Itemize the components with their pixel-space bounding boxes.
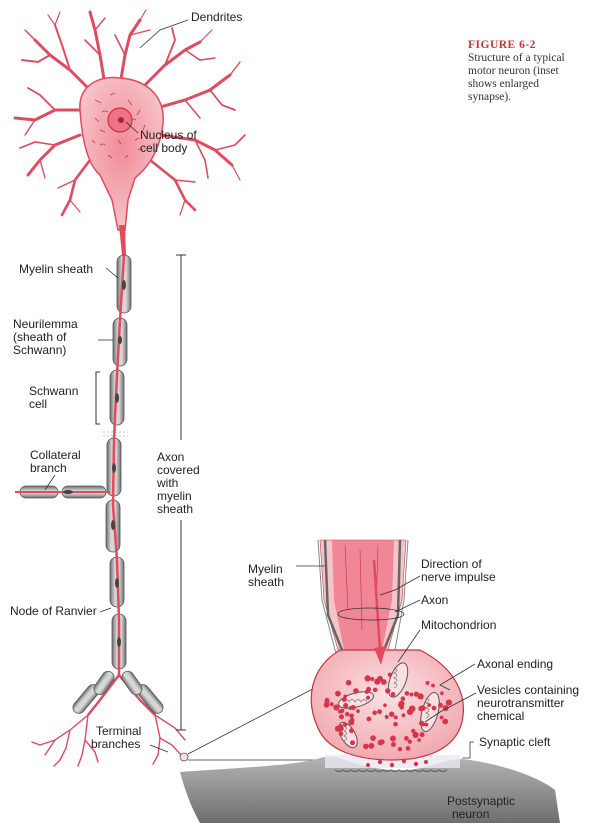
inset-label-axonal-ending: Axonal ending xyxy=(477,658,553,671)
caption-line-1: Structure of a typical xyxy=(468,52,565,65)
label-collateral-line-2: branch xyxy=(30,462,67,475)
inset-label-mitochondrion: Mitochondrion xyxy=(421,619,496,632)
vesicle xyxy=(366,696,370,700)
nucleolus xyxy=(118,117,124,123)
vesicle xyxy=(393,722,398,727)
vesicle xyxy=(426,681,430,685)
label-terminal-line-2: branches xyxy=(91,738,140,751)
vesicle xyxy=(345,712,349,716)
vesicle xyxy=(385,715,389,719)
label-schwann-line-2: cell xyxy=(29,398,47,411)
label-nucleus-line-2: cell body xyxy=(140,142,187,155)
vesicle xyxy=(370,677,374,681)
vesicle xyxy=(343,723,347,727)
vesicle xyxy=(342,697,347,702)
vesicle xyxy=(398,747,402,751)
vesicle xyxy=(431,684,435,688)
vesicle xyxy=(349,728,354,733)
caption-line-3: shows enlarged xyxy=(468,78,539,91)
vesicle xyxy=(325,698,330,703)
vesicle xyxy=(406,746,411,751)
vesicle xyxy=(346,680,352,686)
vesicle xyxy=(333,704,339,710)
vesicle xyxy=(417,738,421,742)
vesicle xyxy=(413,732,419,738)
vesicle xyxy=(343,703,348,708)
vesicle xyxy=(414,692,419,697)
caption-line-2: motor neuron (inset xyxy=(468,65,559,78)
vesicle xyxy=(383,703,387,707)
vesicle xyxy=(404,736,409,741)
vesicle xyxy=(391,692,396,697)
vesicle xyxy=(409,706,415,712)
vesicle xyxy=(385,688,390,693)
vesicle xyxy=(335,691,341,697)
inset-label-vesicles-line-3: chemical xyxy=(477,710,524,723)
vesicle xyxy=(370,735,376,741)
label-neurilemma-line-3: Schwann) xyxy=(13,344,66,357)
vesicle xyxy=(350,740,355,745)
vesicle xyxy=(390,736,396,742)
vesicle xyxy=(432,706,437,711)
vesicle xyxy=(446,700,452,706)
vesicle xyxy=(349,714,354,719)
inset-connectors xyxy=(188,680,330,760)
inset-axon xyxy=(318,540,408,668)
vesicle xyxy=(377,709,382,714)
label-axon-covered-line-5: sheath xyxy=(157,503,193,516)
vesicle xyxy=(349,706,353,710)
vesicle xyxy=(409,693,413,697)
inset-label-direction-line-2: nerve impulse xyxy=(421,571,496,584)
inset-label-synaptic-cleft: Synaptic cleft xyxy=(479,736,550,749)
vesicle xyxy=(356,709,360,713)
vesicle xyxy=(378,740,384,746)
vesicle xyxy=(408,740,412,744)
vesicle xyxy=(440,716,444,720)
figure-number: FIGURE 6-2 xyxy=(468,39,536,52)
vesicle xyxy=(388,673,393,678)
terminal-branches xyxy=(32,669,188,766)
vesicle xyxy=(335,726,341,732)
label-myelin-sheath: Myelin sheath xyxy=(19,263,93,276)
vesicle xyxy=(440,691,444,695)
vesicle xyxy=(353,688,359,694)
vesicle xyxy=(405,691,410,696)
schwann-bracket xyxy=(96,372,100,424)
vesicle xyxy=(363,744,369,750)
vesicle xyxy=(399,701,405,707)
vesicle xyxy=(339,732,344,737)
vesicle xyxy=(377,676,383,682)
vesicle xyxy=(365,690,369,694)
vesicle xyxy=(394,715,398,719)
inset-label-myelin-line-2: sheath xyxy=(248,576,284,589)
vesicle xyxy=(427,703,431,707)
vesicle xyxy=(389,712,394,717)
axon-initial-segment xyxy=(119,225,126,255)
label-dendrites: Dendrites xyxy=(191,11,242,24)
vesicle xyxy=(402,713,406,717)
vesicle xyxy=(438,703,443,708)
vesicle xyxy=(339,714,344,719)
caption-line-4: synapse). xyxy=(468,91,511,104)
vesicle xyxy=(401,696,406,701)
vesicle xyxy=(330,702,334,706)
inset-label-postsynaptic-line-2: neuron xyxy=(452,808,489,821)
vesicle xyxy=(442,719,448,725)
vesicle xyxy=(348,719,354,725)
vesicle xyxy=(419,721,424,726)
inset-label-axon: Axon xyxy=(421,594,448,607)
vesicle xyxy=(369,743,375,749)
vesicle xyxy=(373,688,378,693)
label-node-of-ranvier: Node of Ranvier xyxy=(10,605,97,618)
vesicle xyxy=(391,742,396,747)
vesicle xyxy=(418,706,423,711)
vesicle xyxy=(367,717,372,722)
vesicle xyxy=(372,711,377,716)
collateral-branch xyxy=(15,486,110,498)
vesicle xyxy=(365,675,371,681)
vesicle xyxy=(420,732,425,737)
vesicle xyxy=(340,709,344,713)
